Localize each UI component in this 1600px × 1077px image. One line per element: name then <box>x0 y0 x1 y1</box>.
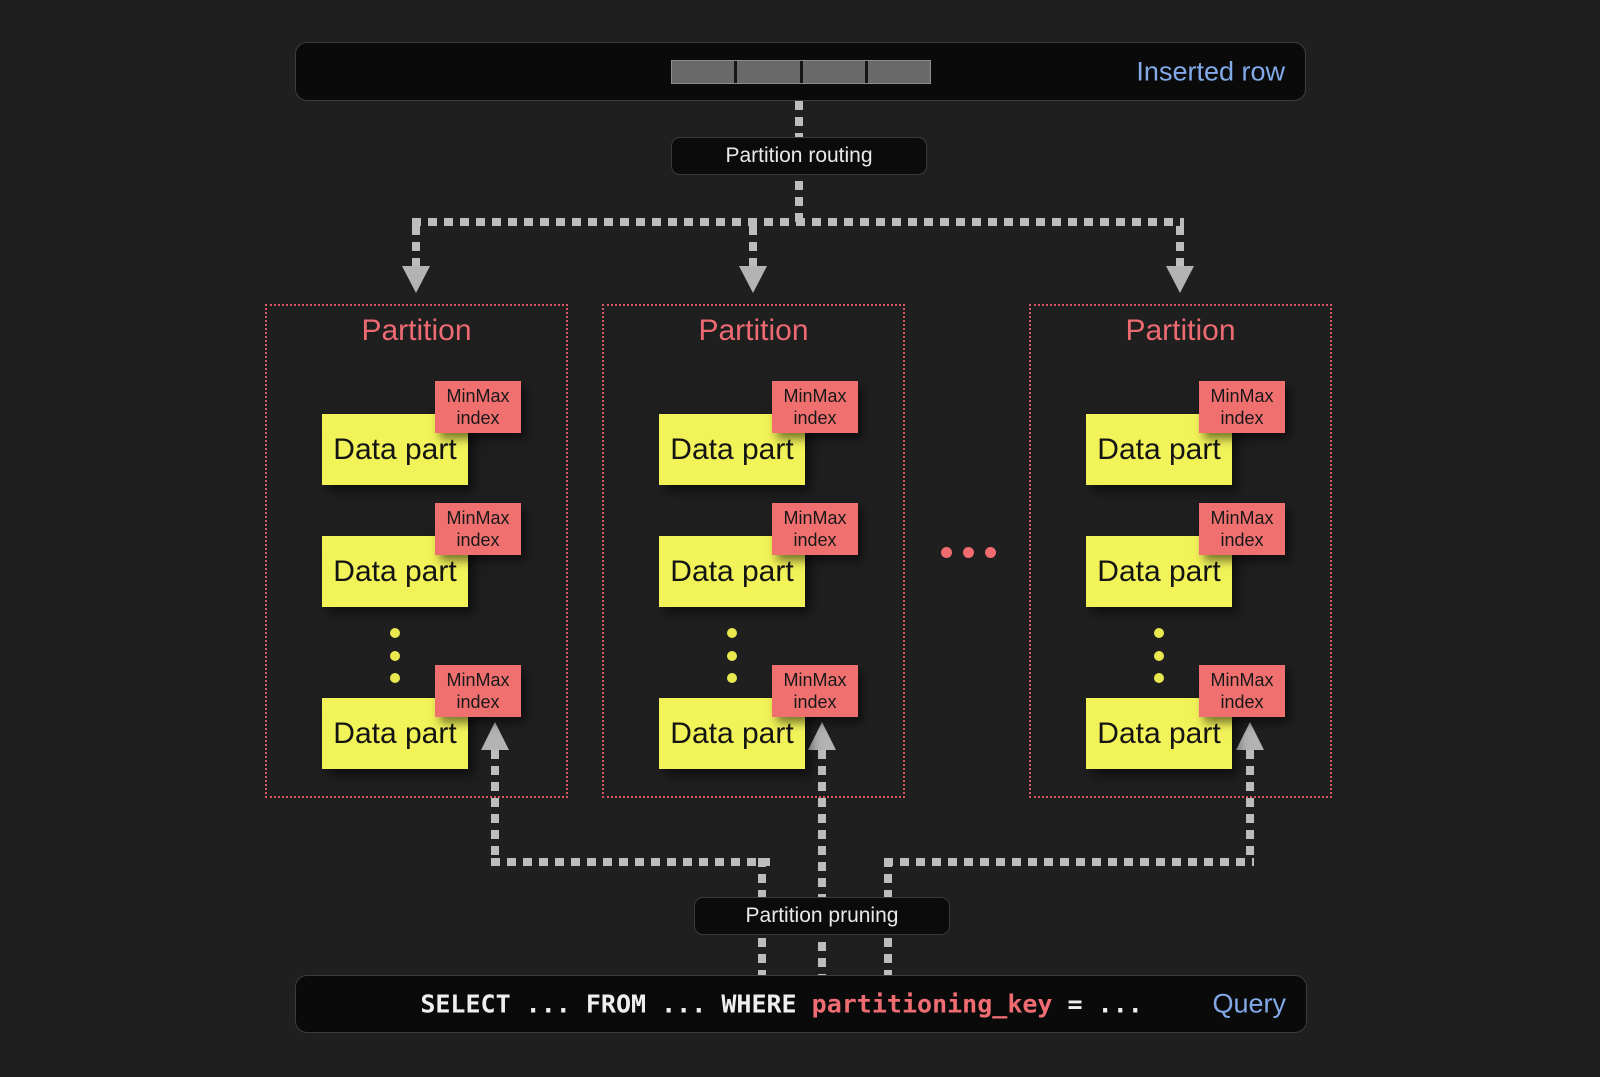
partition-box-3: Partition MinMax index Data part MinMax … <box>1029 304 1332 798</box>
routing-arrow-line <box>412 226 420 266</box>
data-part-block: MinMax index Data part <box>1086 381 1286 485</box>
partition-pruning-text: Partition pruning <box>745 904 899 927</box>
inserted-row-bar: Inserted row <box>295 42 1306 101</box>
sql-query-text: SELECT ... FROM ... WHERE partitioning_k… <box>330 961 1143 1048</box>
ellipsis-dot <box>963 547 974 558</box>
arrow-up-icon <box>481 722 509 750</box>
data-part-block: MinMax index Data part <box>659 503 859 607</box>
inserted-row-cells <box>671 60 931 84</box>
minmax-index-tag: MinMax index <box>772 503 858 555</box>
partition-box-2: Partition MinMax index Data part MinMax … <box>602 304 905 798</box>
minmax-index-tag: MinMax index <box>435 665 521 717</box>
more-parts-dot <box>390 673 400 683</box>
query-label: Query <box>1212 988 1286 1019</box>
minmax-index-tag: MinMax index <box>1199 503 1285 555</box>
more-parts-dot <box>727 651 737 661</box>
partition-title: Partition <box>698 314 809 347</box>
row-cell <box>737 61 803 83</box>
arrow-down-icon <box>1166 266 1194 293</box>
pruning-line-horizontal-left <box>491 858 770 866</box>
routing-arrow-line <box>749 226 757 266</box>
minmax-index-tag: MinMax index <box>435 381 521 433</box>
sql-after: = ... <box>1052 989 1143 1019</box>
partition-pruning-label: Partition pruning <box>694 897 950 935</box>
ellipsis-dot <box>941 547 952 558</box>
data-part-block: MinMax index Data part <box>322 665 522 769</box>
minmax-index-tag: MinMax index <box>772 665 858 717</box>
arrow-up-icon <box>808 722 836 750</box>
data-part-box: Data part <box>1086 698 1232 769</box>
data-part-block: MinMax index Data part <box>322 381 522 485</box>
row-cell <box>867 61 930 83</box>
data-part-block: MinMax index Data part <box>659 381 859 485</box>
partition-routing-label: Partition routing <box>671 137 927 175</box>
minmax-index-tag: MinMax index <box>772 381 858 433</box>
row-cell <box>672 61 738 83</box>
more-parts-dot <box>727 673 737 683</box>
query-bar: SELECT ... FROM ... WHERE partitioning_k… <box>295 975 1307 1033</box>
partition-routing-text: Partition routing <box>725 144 873 167</box>
arrow-down-icon <box>402 266 430 293</box>
pruning-arrow-line <box>1246 750 1254 862</box>
partition-title: Partition <box>361 314 472 347</box>
sql-partitioning-key: partitioning_key <box>811 989 1053 1019</box>
data-part-block: MinMax index Data part <box>1086 503 1286 607</box>
partition-title: Partition <box>1125 314 1236 347</box>
row-cell <box>802 61 868 83</box>
data-part-block: MinMax index Data part <box>1086 665 1286 769</box>
pruning-line-horizontal-right <box>884 858 1254 866</box>
minmax-index-tag: MinMax index <box>435 503 521 555</box>
pruning-arrow-line <box>491 750 499 862</box>
more-parts-dot <box>1154 651 1164 661</box>
data-part-block: MinMax index Data part <box>659 665 859 769</box>
arrow-up-icon <box>1236 722 1264 750</box>
partition-box-1: Partition MinMax index Data part MinMax … <box>265 304 568 798</box>
sql-before: SELECT ... FROM ... WHERE <box>420 989 812 1019</box>
inserted-row-label: Inserted row <box>1136 56 1285 86</box>
pruning-arrow-line <box>818 750 826 975</box>
more-parts-dot <box>390 651 400 661</box>
routing-line-horizontal <box>412 218 1184 226</box>
data-part-block: MinMax index Data part <box>322 503 522 607</box>
ellipsis-dot <box>985 547 996 558</box>
more-parts-dot <box>390 628 400 638</box>
arrow-down-icon <box>739 266 767 293</box>
more-parts-dot <box>727 628 737 638</box>
minmax-index-tag: MinMax index <box>1199 381 1285 433</box>
minmax-index-tag: MinMax index <box>1199 665 1285 717</box>
routing-arrow-line <box>1176 226 1184 266</box>
more-parts-dot <box>1154 673 1164 683</box>
more-parts-dot <box>1154 628 1164 638</box>
